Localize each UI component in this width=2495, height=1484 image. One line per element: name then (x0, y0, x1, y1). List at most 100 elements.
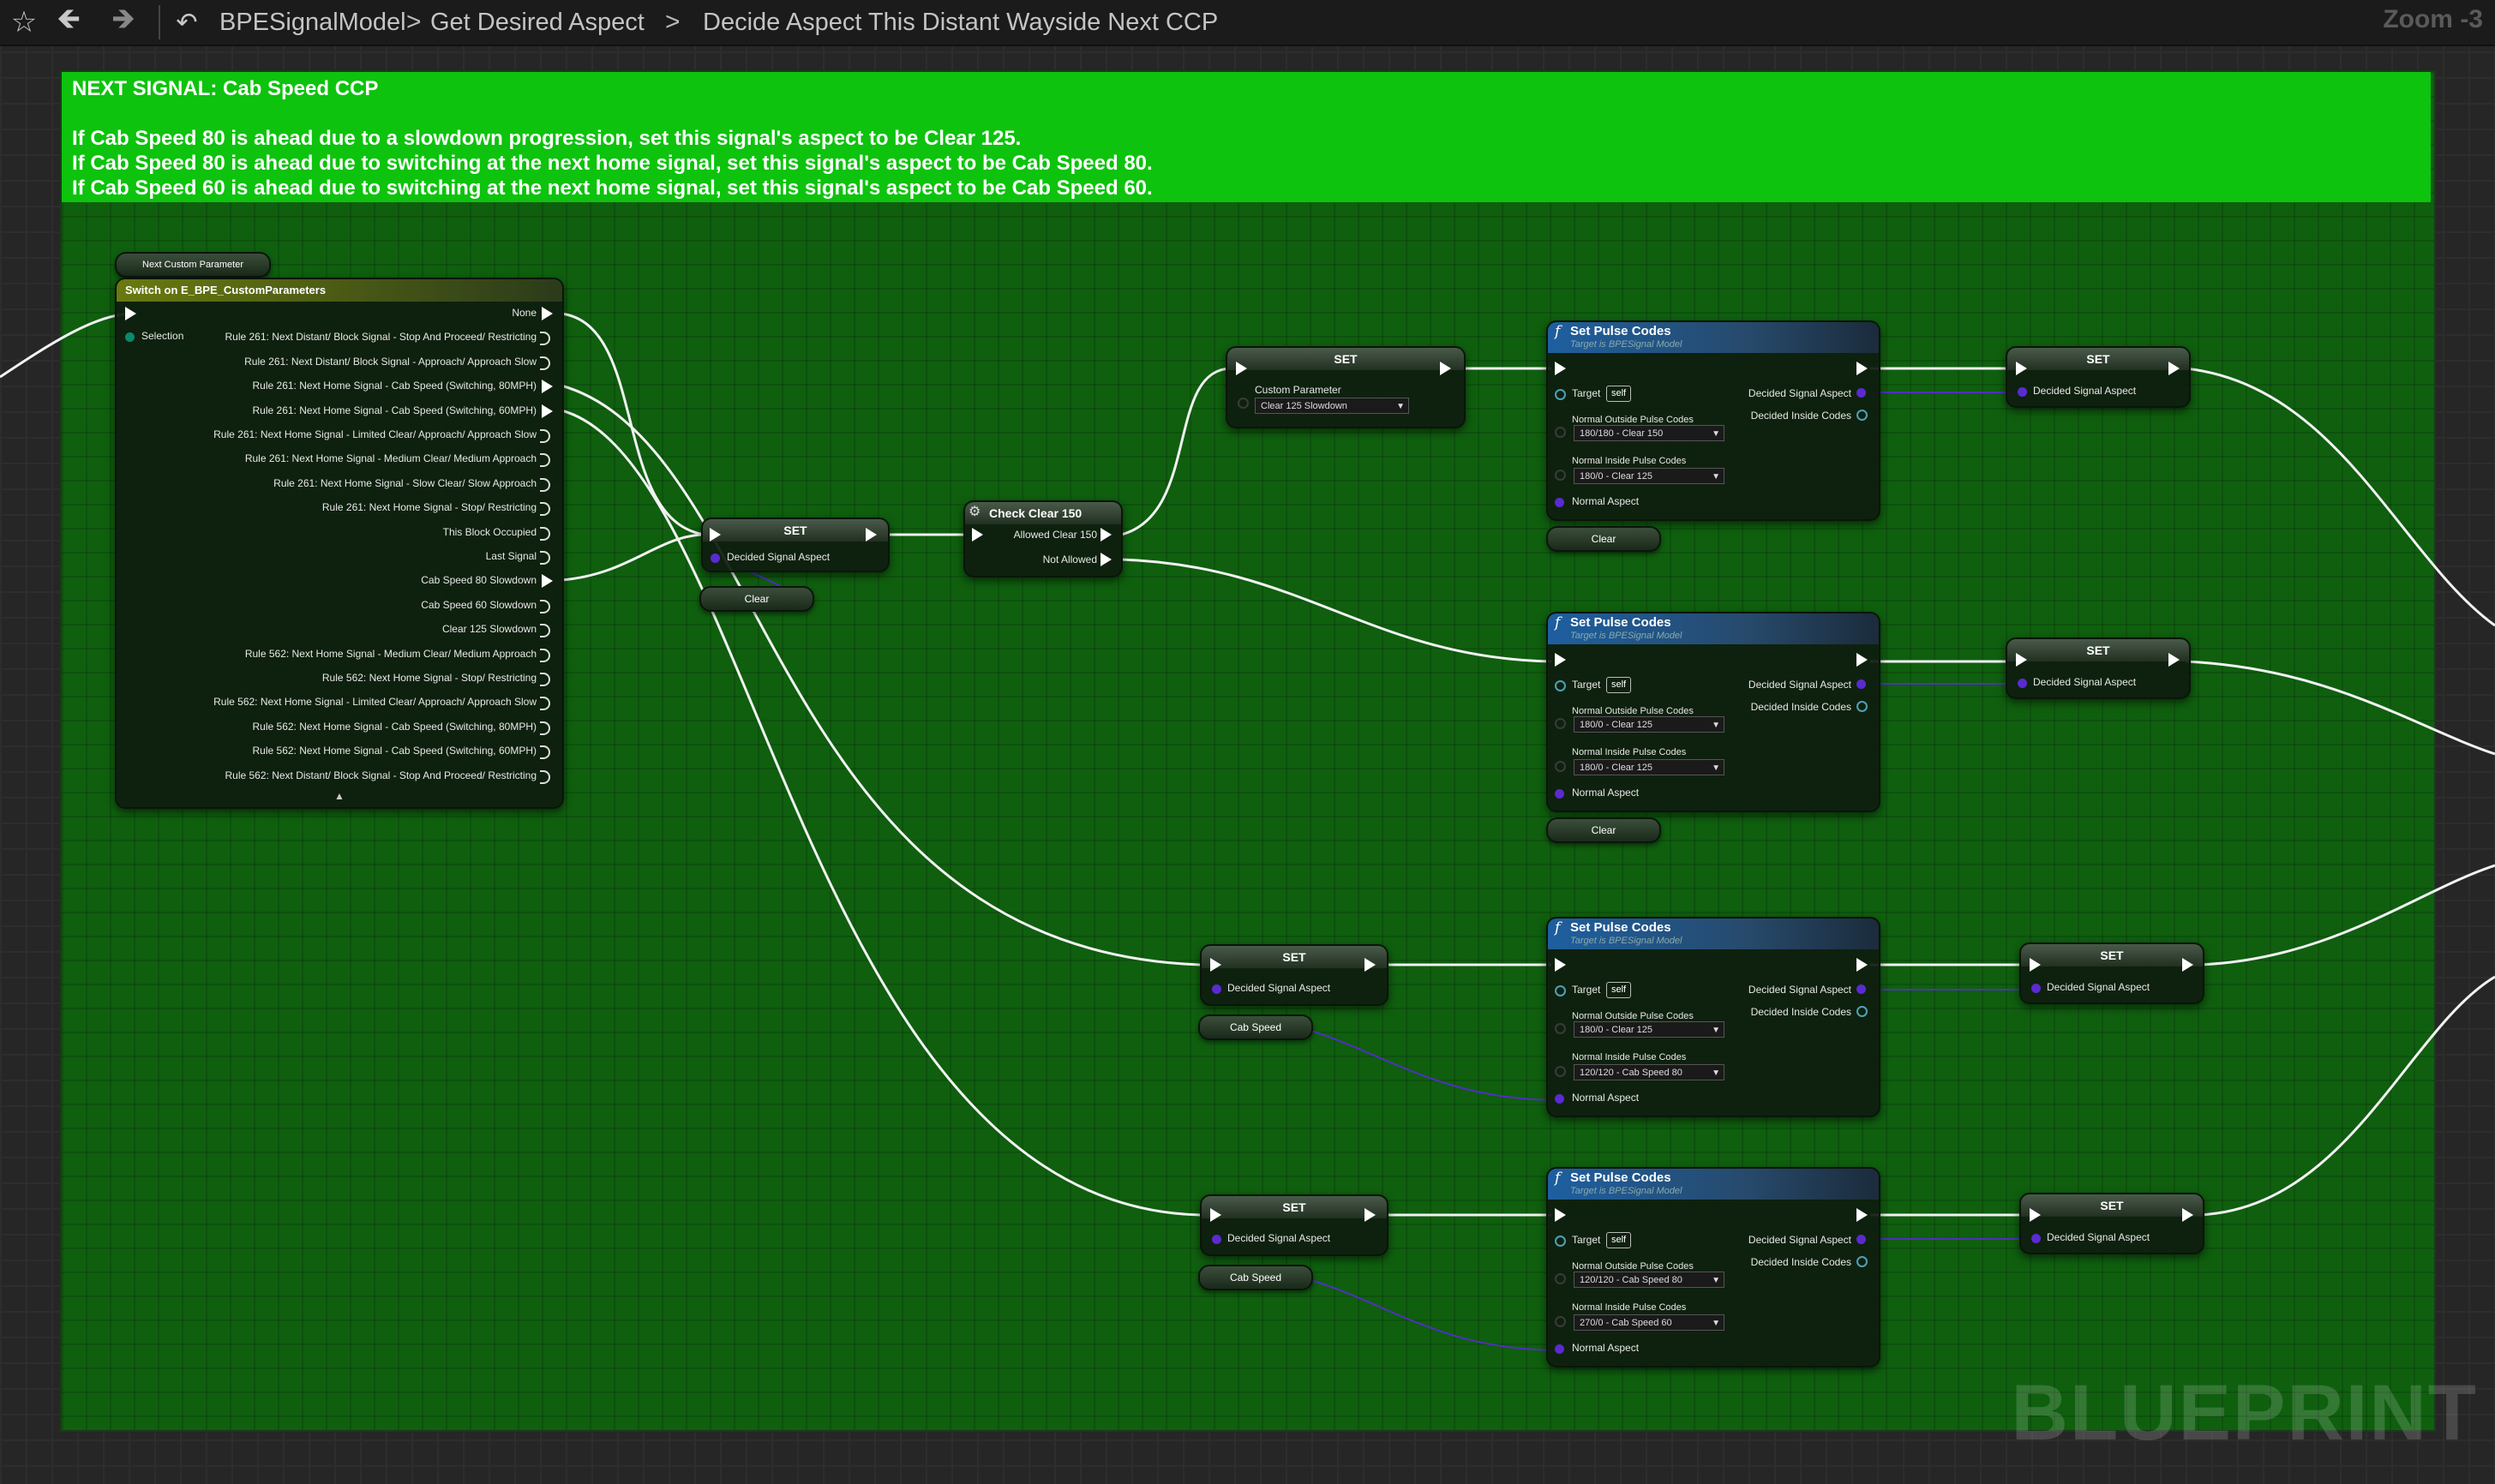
inside-codes-pin[interactable] (1555, 761, 1566, 772)
target-pin[interactable] (1555, 1236, 1566, 1247)
exec-in-pin[interactable] (2016, 653, 2027, 667)
exec-in-pin[interactable] (1555, 653, 1566, 667)
switch-exec-out-pin[interactable] (542, 380, 553, 394)
exec-out-pin[interactable] (1101, 553, 1112, 566)
switch-exec-out-pin[interactable] (540, 745, 550, 760)
exec-in-pin[interactable] (1555, 1208, 1566, 1222)
exec-in-pin[interactable] (1555, 362, 1566, 375)
cab-speed-enum-node[interactable]: Cab Speed (1198, 1014, 1313, 1040)
custom-param-dropdown[interactable]: Clear 125 Slowdown▼ (1255, 398, 1409, 414)
exec-in-pin[interactable] (125, 307, 136, 320)
inside-codes-pin[interactable] (1555, 470, 1566, 481)
set-decided-aspect-node[interactable]: SET (2019, 942, 2204, 1004)
breadcrumb-level2[interactable]: Decide Aspect This Distant Wayside Next … (703, 9, 1219, 36)
star-icon[interactable]: ☆ (10, 6, 38, 39)
set-decided-aspect-node[interactable]: SET (2006, 637, 2191, 699)
outside-codes-dropdown[interactable]: 180/0 - Clear 125▼ (1574, 716, 1724, 733)
exec-out-pin[interactable] (866, 528, 877, 542)
switch-exec-out-pin[interactable] (540, 769, 550, 784)
set-decided-aspect-node[interactable]: SET (1200, 944, 1388, 1006)
clear-enum-node[interactable]: Clear (1546, 817, 1661, 843)
normal-aspect-pin[interactable] (1555, 1094, 1564, 1104)
switch-exec-out-pin[interactable] (540, 721, 550, 735)
collapse-arrow-icon[interactable]: ▲ (334, 790, 345, 802)
exec-out-pin[interactable] (1440, 362, 1451, 375)
switch-exec-out-pin[interactable] (540, 502, 550, 517)
clear-enum-node[interactable]: Clear (1546, 526, 1661, 552)
exec-in-pin[interactable] (2030, 1208, 2041, 1222)
next-custom-parameter-node[interactable]: Next Custom Parameter (115, 252, 271, 278)
decided-aspect-out-pin[interactable] (1856, 1235, 1866, 1244)
decided-aspect-pin[interactable] (1212, 1235, 1221, 1244)
decided-inside-pin[interactable] (1856, 1006, 1868, 1017)
normal-aspect-pin[interactable] (1555, 498, 1564, 507)
decided-inside-pin[interactable] (1856, 410, 1868, 421)
normal-aspect-pin[interactable] (1555, 1344, 1564, 1354)
switch-exec-out-pin[interactable] (540, 697, 550, 711)
switch-node[interactable]: Switch on E_BPE_CustomParameters (115, 278, 564, 809)
breadcrumb-root[interactable]: BPESignalModel (219, 9, 406, 36)
selection-pin[interactable] (125, 332, 135, 342)
custom-param-pin[interactable] (1238, 398, 1249, 409)
exec-out-pin[interactable] (1364, 958, 1376, 972)
exec-in-pin[interactable] (1555, 958, 1566, 972)
exec-in-pin[interactable] (2030, 958, 2041, 972)
target-pin[interactable] (1555, 985, 1566, 996)
cab-speed-enum-node[interactable]: Cab Speed (1198, 1265, 1313, 1290)
inside-codes-dropdown[interactable]: 180/0 - Clear 125▼ (1574, 468, 1724, 484)
exec-in-pin[interactable] (1236, 362, 1247, 375)
decided-aspect-pin[interactable] (711, 554, 720, 563)
decided-aspect-pin[interactable] (1212, 984, 1221, 994)
decided-aspect-out-pin[interactable] (1856, 679, 1866, 689)
outside-codes-pin[interactable] (1555, 718, 1566, 729)
exec-in-pin[interactable] (710, 528, 721, 542)
switch-exec-out-pin[interactable] (540, 453, 550, 468)
exec-out-pin[interactable] (1364, 1208, 1376, 1222)
exec-in-pin[interactable] (2016, 362, 2027, 375)
outside-codes-pin[interactable] (1555, 1273, 1566, 1284)
outside-codes-pin[interactable] (1555, 427, 1566, 438)
switch-exec-out-pin[interactable] (540, 526, 550, 541)
normal-aspect-pin[interactable] (1555, 789, 1564, 799)
switch-exec-out-pin[interactable] (540, 429, 550, 443)
exec-out-pin[interactable] (2168, 362, 2180, 375)
decided-inside-pin[interactable] (1856, 1256, 1868, 1267)
check-clear-node[interactable]: Check Clear 150 (963, 500, 1123, 577)
switch-exec-out-pin[interactable] (540, 599, 550, 613)
switch-exec-out-pin[interactable] (542, 574, 553, 589)
forward-icon[interactable]: 🡺 (111, 2, 135, 35)
exec-in-pin[interactable] (1210, 958, 1221, 972)
switch-exec-out-pin[interactable] (540, 673, 550, 686)
decided-inside-pin[interactable] (1856, 701, 1868, 712)
set-decided-aspect-node[interactable]: SET (2019, 1193, 2204, 1254)
exec-in-pin[interactable] (1210, 1208, 1221, 1222)
switch-exec-out-pin[interactable] (542, 404, 553, 418)
decided-aspect-pin[interactable] (2018, 679, 2027, 688)
decided-aspect-out-pin[interactable] (1856, 984, 1866, 994)
exec-out-pin[interactable] (2168, 653, 2180, 667)
outside-codes-dropdown[interactable]: 180/180 - Clear 150▼ (1574, 425, 1724, 441)
exec-out-pin[interactable] (1101, 528, 1112, 542)
decided-aspect-pin[interactable] (2031, 984, 2041, 993)
switch-exec-out-pin[interactable] (540, 551, 550, 565)
set-custom-param-node[interactable]: SET (1226, 346, 1466, 428)
inside-codes-dropdown[interactable]: 120/120 - Cab Speed 80▼ (1574, 1064, 1724, 1080)
decided-aspect-pin[interactable] (2018, 387, 2027, 397)
outside-codes-dropdown[interactable]: 180/0 - Clear 125▼ (1574, 1021, 1724, 1038)
exec-out-pin[interactable] (1856, 958, 1868, 972)
inside-codes-pin[interactable] (1555, 1066, 1566, 1077)
switch-exec-out-pin[interactable] (540, 648, 550, 662)
exec-out-pin[interactable] (1856, 362, 1868, 375)
set-decided-aspect-node[interactable]: SET (2006, 346, 2191, 408)
exec-out-pin[interactable] (2182, 958, 2193, 972)
switch-exec-out-pin[interactable] (542, 307, 553, 320)
switch-exec-out-pin[interactable] (540, 624, 550, 638)
decided-aspect-out-pin[interactable] (1856, 388, 1866, 398)
decided-aspect-pin[interactable] (2031, 1234, 2041, 1243)
inside-codes-pin[interactable] (1555, 1316, 1566, 1327)
set-decided-aspect-node[interactable]: SET (1200, 1194, 1388, 1256)
back-icon[interactable]: 🡸 (57, 2, 81, 35)
